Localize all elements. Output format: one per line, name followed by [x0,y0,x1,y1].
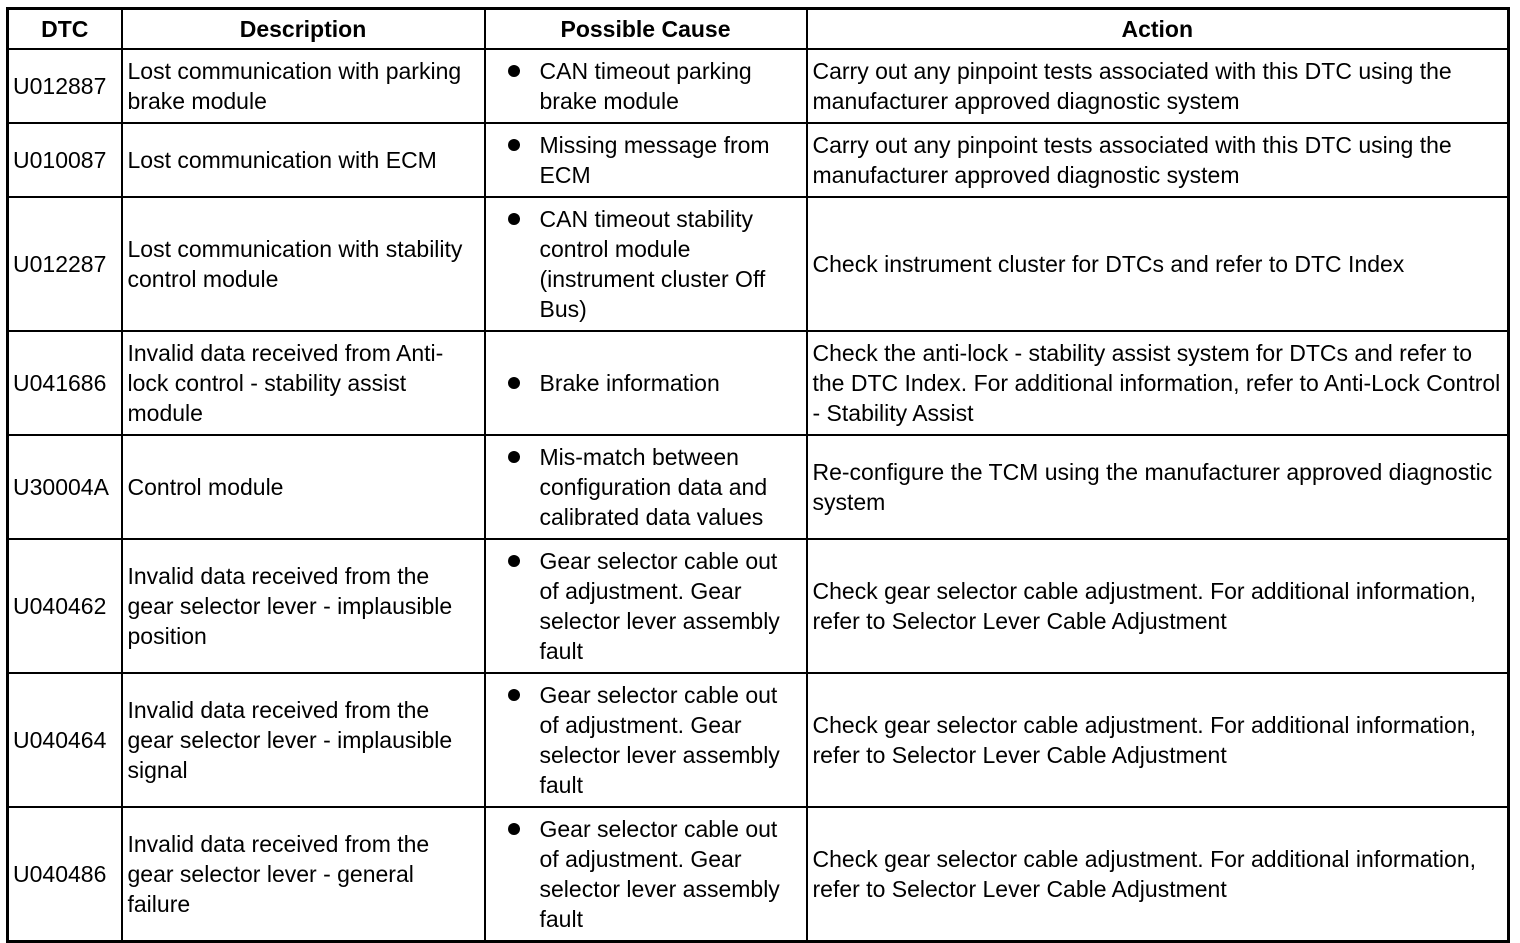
action-cell: Carry out any pinpoint tests associated … [805,122,1510,198]
table-row: U012887 Lost communication with parking … [6,48,1510,124]
dtc-code: U040486 [6,806,123,943]
description-cell: Lost communication with stability contro… [120,196,486,332]
action-cell: Check the anti-lock - stability assist s… [805,330,1510,436]
cause-text: Gear selector cable out of adjustment. G… [539,548,780,664]
description-cell: Invalid data received from the gear sele… [120,806,486,943]
cause-text: Brake information [539,370,720,396]
cause-cell: Gear selector cable out of adjustment. G… [483,672,808,808]
cause-cell: Mis-match between configuration data and… [483,434,808,540]
bullet-icon [507,689,520,701]
dtc-code: U010087 [6,122,123,198]
table-row: U041686 Invalid data received from Anti-… [6,330,1510,436]
table-row: U040486 Invalid data received from the g… [6,806,1510,943]
table-header-row: DTC Description Possible Cause Action [6,7,1510,50]
cause-cell: Brake information [483,330,808,436]
header-description: Description [120,7,486,50]
cause-cell: Missing message from ECM [483,122,808,198]
table-row: U010087 Lost communication with ECM Miss… [6,122,1510,198]
cause-text: CAN timeout stability control module (in… [539,206,766,322]
bullet-icon [507,139,520,151]
dtc-code: U30004A [6,434,123,540]
header-action: Action [805,7,1510,50]
bullet-icon [507,213,520,225]
action-cell: Check gear selector cable adjustment. Fo… [805,806,1510,943]
table-row: U30004A Control module Mis-match between… [6,434,1510,540]
action-cell: Carry out any pinpoint tests associated … [805,48,1510,124]
dtc-code: U012287 [6,196,123,332]
dtc-code: U040464 [6,672,123,808]
dtc-code: U040462 [6,538,123,674]
bullet-icon [507,65,520,77]
description-cell: Lost communication with parking brake mo… [120,48,486,124]
table-row: U040462 Invalid data received from the g… [6,538,1510,674]
cause-text: Mis-match between configuration data and… [539,444,768,530]
description-cell: Lost communication with ECM [120,122,486,198]
cause-text: Gear selector cable out of adjustment. G… [539,682,780,798]
cause-cell: Gear selector cable out of adjustment. G… [483,806,808,943]
description-cell: Invalid data received from the gear sele… [120,538,486,674]
cause-text: CAN timeout parking brake module [539,58,752,114]
table-row: U040464 Invalid data received from the g… [6,672,1510,808]
bullet-icon [507,823,520,835]
action-cell: Check gear selector cable adjustment. Fo… [805,672,1510,808]
dtc-table: DTC Description Possible Cause Action U0… [6,7,1510,943]
cause-cell: CAN timeout parking brake module [483,48,808,124]
description-cell: Invalid data received from the gear sele… [120,672,486,808]
header-possible-cause: Possible Cause [483,7,808,50]
bullet-icon [507,451,520,463]
cause-text: Missing message from ECM [539,132,770,188]
bullet-icon [507,555,520,567]
bullet-icon [507,377,520,389]
action-cell: Re-configure the TCM using the manufactu… [805,434,1510,540]
dtc-code: U041686 [6,330,123,436]
table-row: U012287 Lost communication with stabilit… [6,196,1510,332]
dtc-code: U012887 [6,48,123,124]
description-cell: Control module [120,434,486,540]
cause-text: Gear selector cable out of adjustment. G… [539,816,780,932]
description-cell: Invalid data received from Anti-lock con… [120,330,486,436]
cause-cell: Gear selector cable out of adjustment. G… [483,538,808,674]
action-cell: Check instrument cluster for DTCs and re… [805,196,1510,332]
cause-cell: CAN timeout stability control module (in… [483,196,808,332]
header-dtc: DTC [6,7,123,50]
action-cell: Check gear selector cable adjustment. Fo… [805,538,1510,674]
